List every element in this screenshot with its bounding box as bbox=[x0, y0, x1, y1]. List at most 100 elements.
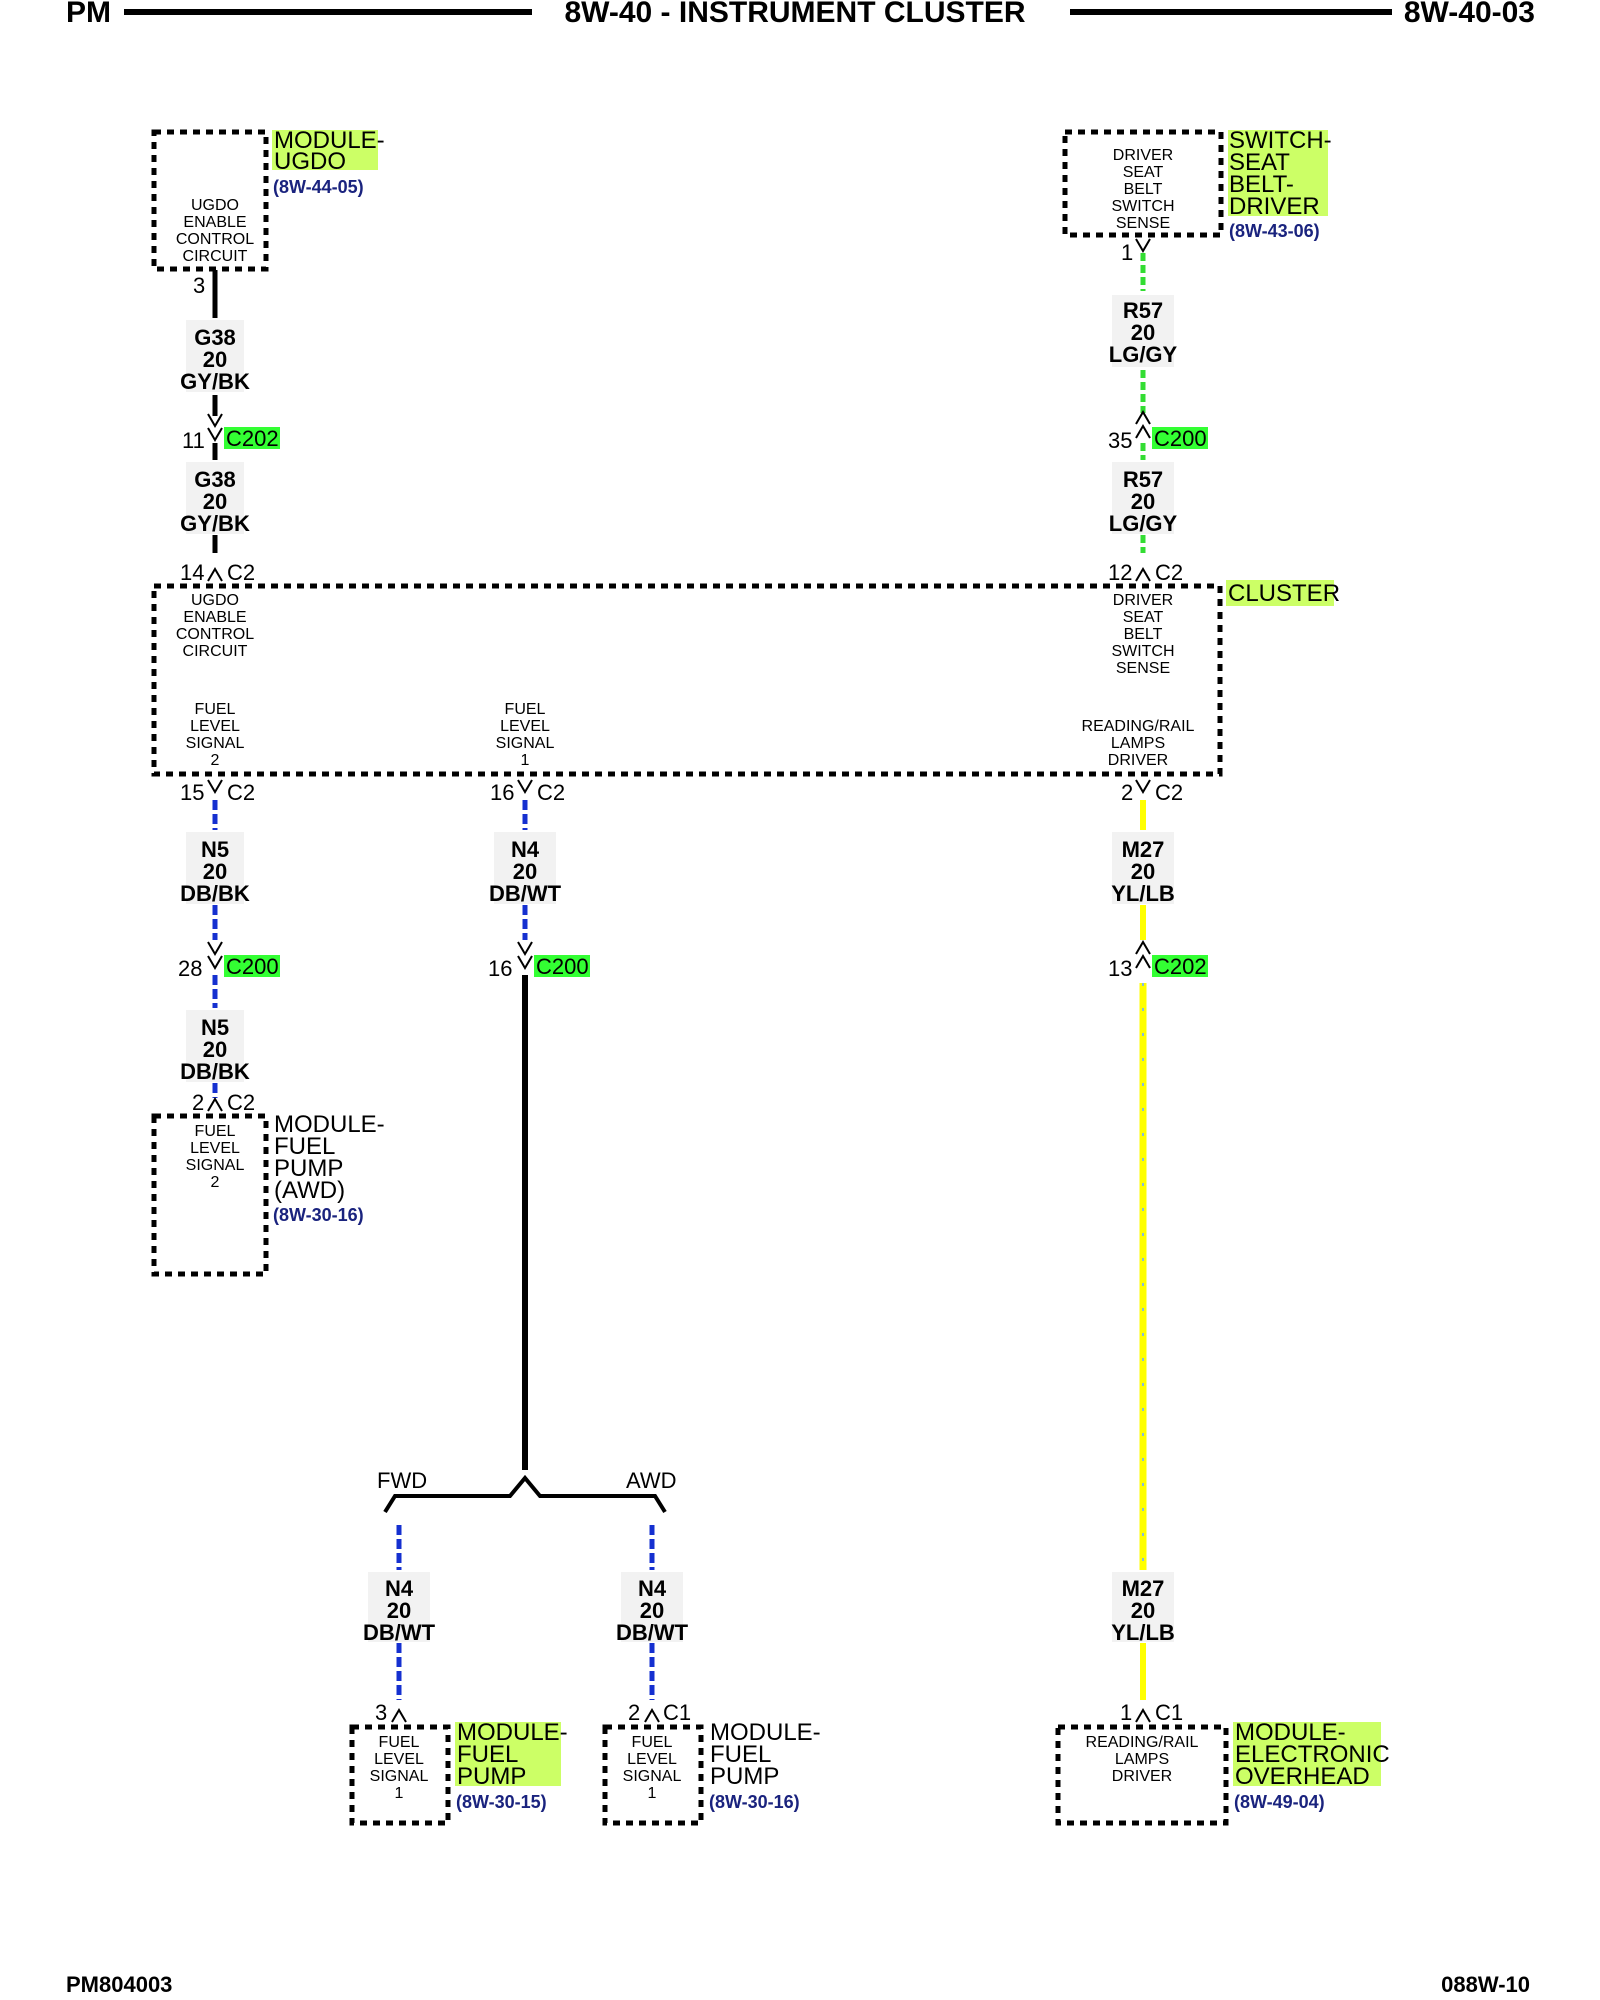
r57-label-1-gauge: 20 bbox=[1131, 320, 1155, 345]
c202-b-arrow-bottom bbox=[1135, 954, 1151, 969]
ovh-circuit-line-3: DRIVER bbox=[1112, 1768, 1172, 1785]
g38-label-2-gauge: 20 bbox=[203, 489, 227, 514]
footer-left: PM804003 bbox=[66, 1972, 172, 1997]
c200-b-highlight bbox=[224, 955, 280, 977]
c202-a-highlight bbox=[224, 427, 280, 449]
electronic-overhead-module: READING/RAIL LAMPS DRIVER MODULE- ELECTR… bbox=[1055, 1719, 1390, 1826]
n5-label-2-gauge: 20 bbox=[203, 1037, 227, 1062]
n4-label-bg-1 bbox=[494, 832, 556, 904]
fp-fwd-name-line-1: MODULE- bbox=[457, 1719, 568, 1746]
c202-a-arrow-bottom bbox=[207, 427, 223, 442]
fp-awd-l-circuit-line-3: SIGNAL bbox=[186, 1157, 245, 1174]
ugdo-name-highlight bbox=[272, 130, 378, 170]
m27-label-bg-2 bbox=[1112, 1572, 1174, 1642]
cluster-fuel1-line-2: LEVEL bbox=[500, 718, 550, 735]
cl2-name: C2 bbox=[1155, 780, 1183, 805]
fp-fwd-name-line-3: PUMP bbox=[457, 1763, 526, 1790]
electronic-overhead-box bbox=[1055, 1724, 1229, 1826]
cl15-name: C2 bbox=[227, 780, 255, 805]
c200-a-name: C200 bbox=[1154, 426, 1207, 451]
r57-label-2-color: LG/GY bbox=[1109, 511, 1178, 536]
ugdo-name-line-1: MODULE- bbox=[274, 127, 385, 154]
n5-label-1-circuit: N5 bbox=[201, 837, 229, 862]
fp-awd-arrow bbox=[644, 1708, 660, 1723]
fuel-pump-awd-box bbox=[602, 1724, 704, 1826]
seatbelt-switch-box bbox=[1062, 129, 1224, 238]
c202-b-name: C202 bbox=[1154, 954, 1207, 979]
seatbelt-pin-arrow bbox=[1135, 238, 1151, 253]
fuel-pump-awd-module: FUEL LEVEL SIGNAL 1 MODULE- FUEL PUMP (8… bbox=[602, 1719, 821, 1826]
cl16-name: C2 bbox=[537, 780, 565, 805]
ovh-arrow bbox=[1135, 1708, 1151, 1723]
n4-label-1-gauge: 20 bbox=[513, 859, 537, 884]
g38-label-1-gauge: 20 bbox=[203, 347, 227, 372]
fp-awd-name-line-2: FUEL bbox=[710, 1741, 771, 1768]
seatbelt-circuit-line-4: SWITCH bbox=[1111, 198, 1174, 215]
cluster-box bbox=[151, 583, 1223, 777]
c200-c-arrow-bottom bbox=[517, 955, 533, 970]
n4-awd-label-bg bbox=[621, 1572, 683, 1642]
fp-awd-l-circuit-line-1: FUEL bbox=[195, 1123, 236, 1140]
seatbelt-ref: (8W-43-06) bbox=[1229, 221, 1320, 241]
ugdo-circuit-line-1: UGDO bbox=[191, 197, 239, 214]
fp-awd-name-line-1: MODULE- bbox=[710, 1719, 821, 1746]
n4-awd-label-color: DB/WT bbox=[616, 1620, 689, 1645]
fp-awd-l-name-line-4: (AWD) bbox=[274, 1177, 345, 1204]
fp-awd-l-ref: (8W-30-16) bbox=[273, 1205, 364, 1225]
cluster-fuel2-line-4: 2 bbox=[211, 752, 220, 769]
ugdo-circuit-line-2: ENABLE bbox=[183, 214, 246, 231]
fwd-awd-branch bbox=[383, 1474, 667, 1514]
n4-label-1-circuit: N4 bbox=[511, 837, 540, 862]
m27-label-2-circuit: M27 bbox=[1122, 1576, 1165, 1601]
fp-fwd-pin: 3 bbox=[375, 1700, 387, 1725]
cluster-fuel1-line-4: 1 bbox=[521, 752, 530, 769]
c202-a-arrow-top bbox=[207, 413, 223, 428]
c200-c-name: C200 bbox=[536, 954, 589, 979]
c200-b-arrow-bottom bbox=[207, 955, 223, 970]
branch-awd-label: AWD bbox=[626, 1468, 677, 1493]
ovh-name-highlight bbox=[1233, 1722, 1381, 1786]
fp-fwd-arrow bbox=[391, 1708, 407, 1723]
fp-awd-l-name-line-1: MODULE- bbox=[274, 1111, 385, 1138]
ugdo-name-line-2: UGDO bbox=[274, 148, 346, 175]
fp-awd-circuit-line-2: LEVEL bbox=[627, 1751, 677, 1768]
fp-fwd-ref: (8W-30-15) bbox=[456, 1792, 547, 1812]
m27-label-bg-1 bbox=[1112, 832, 1174, 904]
seatbelt-name-line-1: SWITCH- bbox=[1229, 127, 1332, 154]
cl14-arrow bbox=[207, 567, 223, 582]
r57-label-2-gauge: 20 bbox=[1131, 489, 1155, 514]
r57-label-bg-1 bbox=[1112, 295, 1174, 367]
cluster-lamps-line-3: DRIVER bbox=[1108, 752, 1168, 769]
fp-awd-l-name-line-3: PUMP bbox=[274, 1155, 343, 1182]
cluster-seatbelt-line-2: SEAT bbox=[1123, 609, 1164, 626]
c200-b-arrow-top bbox=[207, 941, 223, 956]
n4-awd-label-gauge: 20 bbox=[640, 1598, 664, 1623]
seatbelt-name-highlight bbox=[1228, 130, 1328, 216]
fp-awd-ref: (8W-30-16) bbox=[709, 1792, 800, 1812]
cluster-seatbelt-line-5: SENSE bbox=[1116, 660, 1170, 677]
cluster-name: CLUSTER bbox=[1228, 580, 1340, 607]
n4-fwd-label-color: DB/WT bbox=[363, 1620, 436, 1645]
ugdo-module: MODULE- UGDO (8W-44-05) UGDO ENABLE CONT… bbox=[151, 127, 385, 298]
cluster-fuel1-line-1: FUEL bbox=[505, 701, 546, 718]
fp-awd-pin: 2 bbox=[628, 1700, 640, 1725]
g38-label-2-color: GY/BK bbox=[180, 511, 250, 536]
fp-fwd-circuit-line-3: SIGNAL bbox=[370, 1768, 429, 1785]
fp-fwd-circuit-line-1: FUEL bbox=[379, 1734, 420, 1751]
g38-label-bg-2 bbox=[186, 462, 244, 534]
n5-label-bg-2 bbox=[186, 1010, 244, 1082]
fp-awd-l-name-line-2: FUEL bbox=[274, 1133, 335, 1160]
ovh-name-line-3: OVERHEAD bbox=[1235, 1763, 1370, 1790]
cluster-lamps-line-1: READING/RAIL bbox=[1082, 718, 1195, 735]
cl12-arrow bbox=[1135, 567, 1151, 582]
instrument-cluster: CLUSTER UGDO ENABLE CONTROL CIRCUIT DRIV… bbox=[151, 580, 1340, 777]
header-right: 8W-40-03 bbox=[1404, 0, 1535, 29]
ovh-pin: 1 bbox=[1120, 1700, 1132, 1725]
ugdo-pin: 3 bbox=[193, 273, 205, 298]
ugdo-circuit-line-3: CONTROL bbox=[176, 231, 254, 248]
ugdo-ref: (8W-44-05) bbox=[273, 177, 364, 197]
m27-label-1-circuit: M27 bbox=[1122, 837, 1165, 862]
fp-awd-l-circuit-line-4: 2 bbox=[211, 1174, 220, 1191]
cl12-name: C2 bbox=[1155, 560, 1183, 585]
